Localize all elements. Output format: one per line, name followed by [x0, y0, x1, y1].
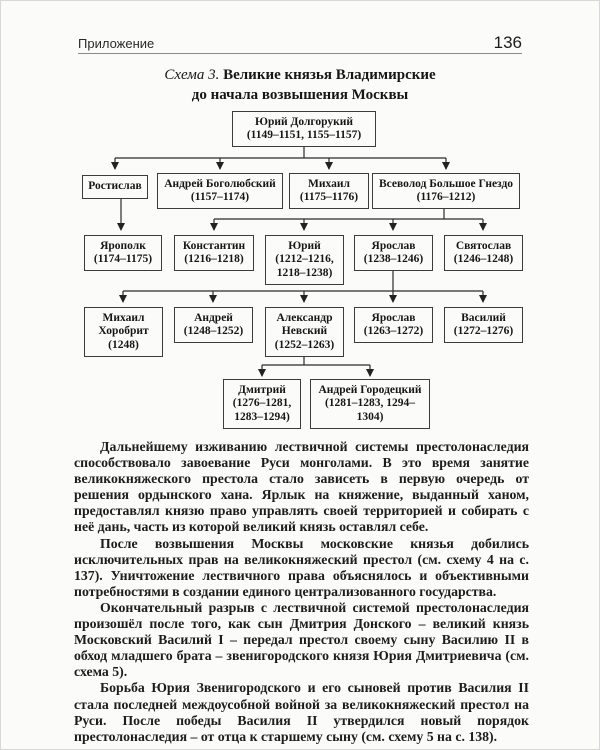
- tree-node-yaroslav-1263: Ярослав (1263–1272): [354, 307, 433, 343]
- tree-node-andrey-bogolyubsky: Андрей Боголюбский (1157–1174): [157, 173, 283, 209]
- node-name: Дмитрий: [238, 383, 286, 396]
- node-name: Всеволод Большое Гнездо: [378, 177, 514, 190]
- page-header: Приложение 136: [78, 33, 522, 53]
- tree-node-yaroslav-1238: Ярослав (1238–1246): [354, 235, 433, 271]
- tree-node-yuri: Юрий (1212–1216, 1218–1238): [265, 235, 344, 285]
- tree-node-andrey: Андрей (1248–1252): [174, 307, 253, 343]
- tree-node-rostislav: Ростислав: [82, 175, 148, 199]
- tree-node-dmitry: Дмитрий (1276–1281, 1283–1294): [223, 379, 301, 429]
- tree-node-mikhail-khorobrit: Михаил Хоробрит (1248): [84, 307, 163, 357]
- tree-node-vsevolod-bolshoe-gnezdo: Всеволод Большое Гнездо (1176–1212): [372, 173, 520, 209]
- node-name: Юрий: [288, 239, 321, 252]
- node-dates: (1248): [108, 338, 139, 351]
- node-dates: (1176–1212): [416, 191, 476, 203]
- node-name: Михаил Хоробрит: [98, 311, 149, 338]
- body-text: Дальнейшему изживанию лествичной системы…: [74, 439, 529, 745]
- tree-node-yuri-dolgoruky: Юрий Долгорукий (1149–1151, 1155–1157): [232, 111, 376, 147]
- tree-node-andrey-gorodetsky: Андрей Городецкий (1281–1283, 1294–1304): [310, 379, 430, 429]
- node-dates: (1246–1248): [453, 253, 514, 265]
- node-name: Юрий Долгорукий: [255, 115, 353, 128]
- paragraph-3: Окончательный разрыв с лествичной систем…: [74, 599, 529, 680]
- node-name: Константин: [182, 239, 246, 252]
- tree-node-svyatoslav: Святослав (1246–1248): [444, 235, 523, 271]
- node-name: Александр Невский: [276, 311, 333, 338]
- node-name: Андрей Городецкий: [318, 383, 422, 396]
- node-dates: (1272–1276): [453, 325, 514, 337]
- node-dates: (1276–1281, 1283–1294): [232, 397, 292, 423]
- schema-title: Схема 3. Великие князья Владимирские до …: [1, 65, 599, 105]
- node-dates: (1238–1246): [363, 253, 424, 265]
- node-dates: (1263–1272): [363, 325, 424, 337]
- node-name: Святослав: [455, 239, 512, 252]
- node-name: Ярослав: [371, 311, 416, 324]
- page-number: 136: [493, 33, 522, 52]
- node-name: Андрей: [194, 311, 233, 324]
- tree-node-yaropolk: Ярополк (1174–1175): [84, 235, 162, 271]
- tree-connectors: [111, 147, 487, 377]
- node-dates: (1252–1263): [274, 338, 335, 351]
- schema-label: Схема 3.: [164, 67, 220, 83]
- schema-title-line2: до начала возвышения Москвы: [191, 87, 409, 103]
- paragraph-4: Борьба Юрия Звенигородского и его сынове…: [74, 680, 529, 744]
- node-dates: (1175–1176): [299, 191, 359, 203]
- node-name: Василий: [461, 311, 506, 324]
- node-name: Михаил: [308, 177, 350, 190]
- node-dates: (1281–1283, 1294–1304): [324, 397, 416, 423]
- node-name: Андрей Боголюбский: [164, 177, 276, 190]
- tree-node-alexander-nevsky: Александр Невский (1252–1263): [265, 307, 344, 357]
- tree-node-mikhail: Михаил (1175–1176): [289, 173, 369, 209]
- node-dates: (1216–1218): [184, 253, 244, 265]
- node-name: Ярополк: [100, 239, 146, 252]
- running-header: Приложение: [78, 36, 155, 51]
- node-dates: (1157–1174): [190, 191, 250, 203]
- tree-node-konstantin: Константин (1216–1218): [174, 235, 254, 271]
- header-rule: [78, 53, 522, 54]
- paragraph-2: После возвышения Москвы московские князь…: [74, 535, 529, 599]
- schema-title-line1: Великие князья Владимирские: [223, 67, 436, 83]
- node-dates: (1174–1175): [93, 253, 153, 265]
- node-dates: (1149–1151, 1155–1157): [246, 129, 362, 141]
- paragraph-1: Дальнейшему изживанию лествичной системы…: [74, 439, 529, 535]
- tree-node-vasily: Василий (1272–1276): [444, 307, 523, 343]
- family-tree-diagram: Юрий Долгорукий (1149–1151, 1155–1157) Р…: [1, 1, 599, 441]
- node-dates: (1212–1216, 1218–1238): [275, 253, 334, 279]
- node-name: Ярослав: [371, 239, 416, 252]
- node-name: Ростислав: [88, 180, 142, 193]
- node-dates: (1248–1252): [183, 325, 244, 337]
